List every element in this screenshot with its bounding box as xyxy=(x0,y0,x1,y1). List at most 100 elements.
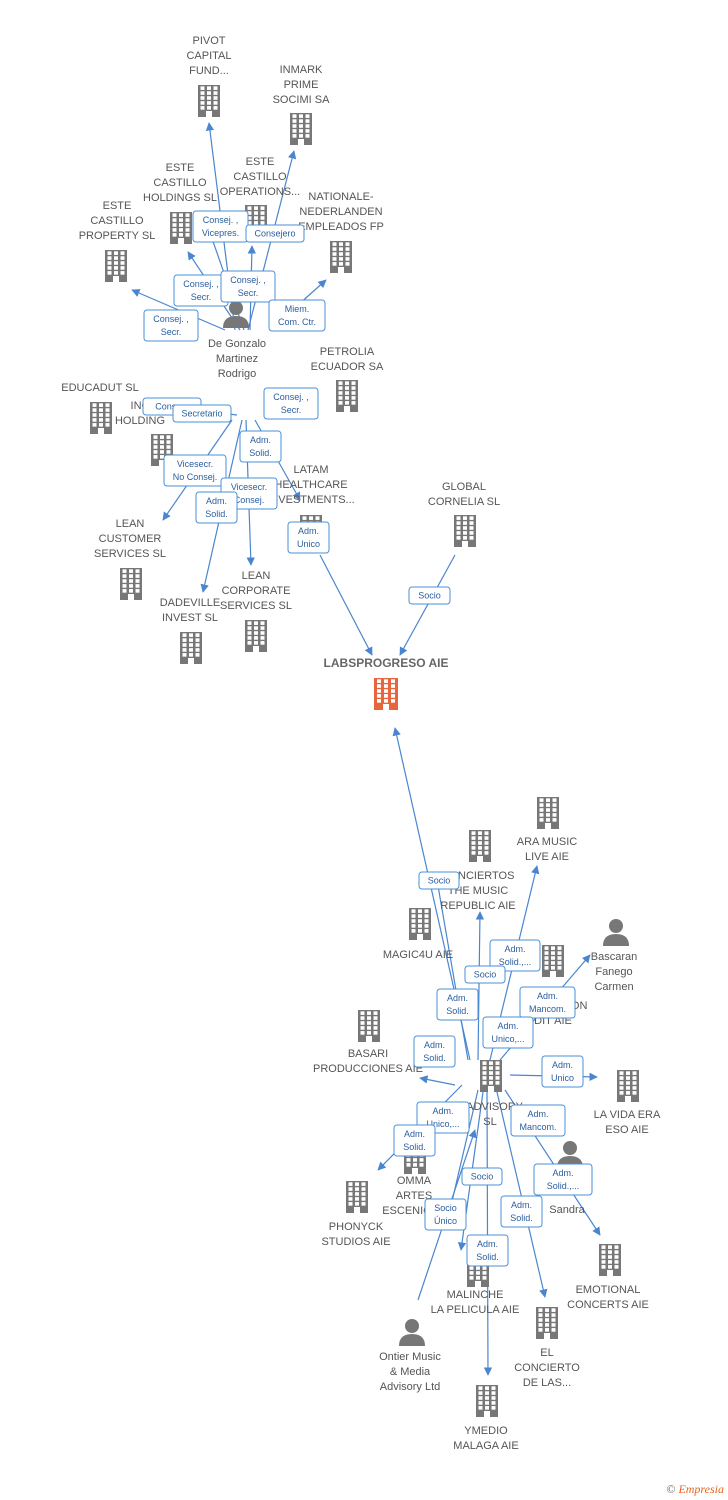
relation-label-17[interactable]: Socio xyxy=(464,965,506,984)
edge-13 xyxy=(399,554,456,656)
edge-16 xyxy=(475,911,485,1061)
building-icon xyxy=(358,1010,380,1042)
building-icon xyxy=(599,1244,621,1276)
node-label-line: PIVOT xyxy=(192,35,225,47)
node-label-line: ARA MUSIC xyxy=(517,836,578,848)
relation-text: Adm. xyxy=(497,1021,518,1031)
node-dadeville[interactable]: DADEVILLE INVEST SL xyxy=(160,597,221,664)
node-label-line: De Gonzalo xyxy=(208,338,266,350)
relation-label-22[interactable]: Adm.Unico xyxy=(541,1055,584,1088)
building-icon xyxy=(330,241,352,273)
relation-label-25[interactable]: Adm.Solid. xyxy=(393,1124,436,1157)
node-label-line: CASTILLO xyxy=(233,171,287,183)
relation-label-14[interactable]: Socio xyxy=(408,586,451,605)
center-node[interactable]: LABSPROGRESO AIE xyxy=(324,656,449,710)
relation-label-20[interactable]: Adm. Unico,... xyxy=(482,1016,534,1049)
relation-label-10[interactable]: Vicesecr.No Consej. xyxy=(163,454,227,487)
person-icon xyxy=(223,301,249,328)
building-icon xyxy=(346,1181,368,1213)
relation-text: Unico,... xyxy=(491,1034,524,1044)
relation-label-4[interactable]: Consej. ,Secr. xyxy=(143,309,199,342)
relation-label-2[interactable]: Consej. ,Secr. xyxy=(173,274,229,307)
relation-label-29[interactable]: Adm.Solid. xyxy=(500,1195,543,1228)
node-label-line: CASTILLO xyxy=(153,177,207,189)
center-building-icon xyxy=(374,678,398,710)
relation-label-1[interactable]: Consejero xyxy=(245,224,305,243)
relation-label-26[interactable]: Socio xyxy=(461,1167,503,1186)
relation-label-19[interactable]: Adm.Solid. xyxy=(436,988,479,1021)
node-label-line: NATIONALE- xyxy=(308,191,374,203)
building-icon xyxy=(537,797,559,829)
relation-label-6[interactable]: Consej. ,Secr. xyxy=(263,387,319,420)
node-label-line: DADEVILLE xyxy=(160,597,221,609)
relation-text: Solid. xyxy=(446,1006,469,1016)
edge-27 xyxy=(419,1075,456,1086)
building-icon xyxy=(245,620,267,652)
node-label-line: CASTILLO xyxy=(90,215,144,227)
node-label-line: EMOTIONAL xyxy=(576,1284,641,1296)
building-icon xyxy=(476,1385,498,1417)
relation-text: Adm. xyxy=(537,991,558,1001)
node-pivot[interactable]: PIVOT CAPITAL FUND... xyxy=(186,35,232,117)
person-icon xyxy=(399,1319,425,1346)
node-label-line: Advisory Ltd xyxy=(380,1381,441,1393)
relation-label-13[interactable]: Adm.Unico xyxy=(287,521,330,554)
node-label-line: EL xyxy=(540,1347,553,1359)
relation-label-9[interactable]: Adm.Solid. xyxy=(239,430,282,463)
node-label-line: PETROLIA xyxy=(320,346,375,358)
relation-label-30[interactable]: Adm.Solid. xyxy=(466,1234,509,1267)
node-label-line: ECUADOR SA xyxy=(311,361,384,373)
relation-label-27[interactable]: Adm.Solid.,... xyxy=(533,1163,593,1196)
relation-text: Solid. xyxy=(476,1252,499,1262)
relation-label-3[interactable]: Consej. ,Secr. xyxy=(220,270,276,303)
relation-label-21[interactable]: Adm.Solid. xyxy=(413,1035,456,1068)
relation-label-16[interactable]: Adm.Solid.,... xyxy=(489,939,541,972)
node-label-line: HOLDING xyxy=(115,415,165,427)
node-label-line: SERVICES SL xyxy=(220,600,292,612)
relation-text: Consej. , xyxy=(183,279,219,289)
node-label-line: FUND... xyxy=(189,65,229,77)
node-label-line: SERVICES SL xyxy=(94,548,166,560)
node-label-line: GLOBAL xyxy=(442,481,486,493)
node-magic4u[interactable]: MAGIC4U AIE xyxy=(383,908,453,961)
node-educadut[interactable]: EDUCADUT SL xyxy=(61,382,139,434)
relation-label-0[interactable]: Consej. ,Vicepres. xyxy=(192,210,249,243)
relation-text: Adm. xyxy=(404,1129,425,1139)
relation-label-15[interactable]: Socio xyxy=(418,871,460,890)
node-label-line: THE MUSIC xyxy=(448,885,509,897)
relation-label-5[interactable]: Miem.Com. Ctr. xyxy=(268,299,326,332)
relation-label-12[interactable]: Adm.Solid. xyxy=(195,491,238,524)
node-petrolia[interactable]: PETROLIA ECUADOR SA xyxy=(311,346,384,412)
node-label-line: STUDIOS AIE xyxy=(321,1236,390,1248)
building-icon xyxy=(90,402,112,434)
relation-label-8[interactable]: Secretario xyxy=(172,404,232,423)
relation-text: Adm. xyxy=(552,1168,573,1178)
relation-label-24[interactable]: Adm.Mancom. xyxy=(510,1104,566,1137)
node-label-line: HEALTHCARE xyxy=(274,479,347,491)
edge-22 xyxy=(483,1091,493,1376)
node-label-line: CAPITAL xyxy=(186,50,231,62)
node-label-line: INVEST SL xyxy=(162,612,218,624)
relation-label-18[interactable]: Adm.Mancom. xyxy=(519,986,576,1019)
